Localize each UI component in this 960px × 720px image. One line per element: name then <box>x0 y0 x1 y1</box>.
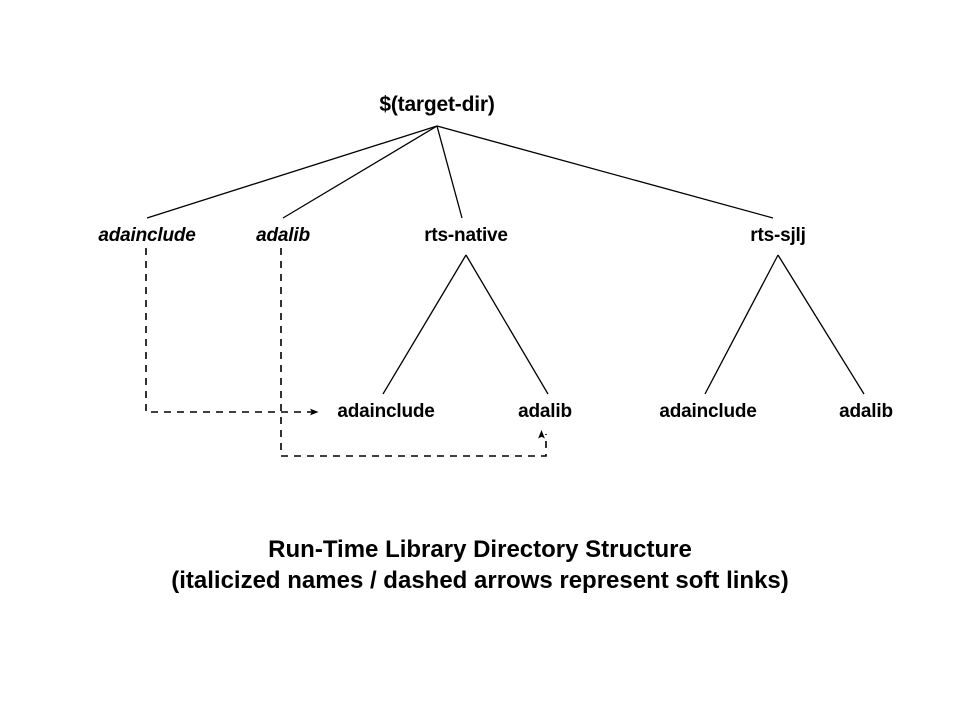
soft-link-adalib-arrow <box>280 248 547 457</box>
node-rts-sjlj[interactable]: rts-sjlj <box>750 225 806 246</box>
edge-root-to-rts-native <box>436 125 463 219</box>
node-target-dir[interactable]: $(target-dir) <box>379 93 495 116</box>
edge-rts-sjlj-to-adainclude <box>704 254 779 395</box>
node-rts-native-adainclude[interactable]: adainclude <box>337 401 435 422</box>
soft-link-adainclude-arrow <box>145 248 319 416</box>
node-adalib-softlink[interactable]: adalib <box>256 225 310 246</box>
edge-rts-native-to-adalib <box>465 254 549 395</box>
caption-line-legend: (italicized names / dashed arrows repres… <box>171 567 789 594</box>
node-rts-sjlj-adainclude[interactable]: adainclude <box>659 401 757 422</box>
diagram-caption: Run-Time Library Directory Structure (it… <box>0 534 960 596</box>
edge-rts-sjlj-to-adalib <box>777 254 865 395</box>
edge-root-to-rts-sjlj <box>436 125 774 219</box>
edge-root-to-adainclude <box>146 125 438 219</box>
caption-line-title: Run-Time Library Directory Structure <box>268 536 692 563</box>
edge-rts-native-to-adainclude <box>382 254 467 395</box>
node-adainclude-softlink[interactable]: adainclude <box>98 225 196 246</box>
edge-root-to-adalib <box>282 125 438 219</box>
node-rts-sjlj-adalib[interactable]: adalib <box>839 401 893 422</box>
node-rts-native[interactable]: rts-native <box>424 225 508 246</box>
node-rts-native-adalib[interactable]: adalib <box>518 401 572 422</box>
